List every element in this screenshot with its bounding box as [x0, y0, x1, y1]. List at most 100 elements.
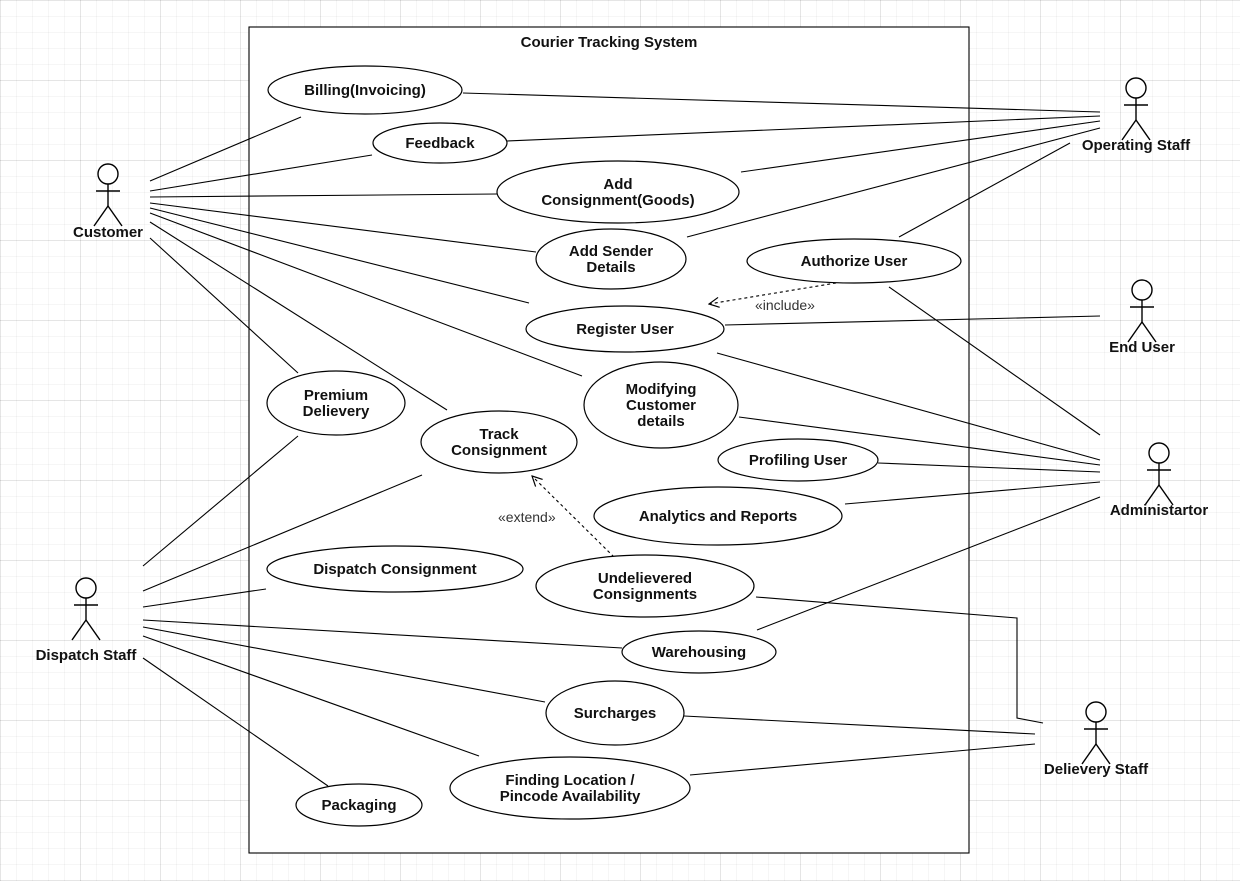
use-case-ellipse [449, 756, 691, 820]
association-line [756, 496, 1101, 631]
actor-label: Administartor [1110, 502, 1209, 519]
association-line [149, 212, 583, 377]
association-line [724, 315, 1101, 326]
association-line [898, 142, 1071, 238]
use-case-label: Authorize User [801, 253, 908, 270]
use-case-packaging[interactable]: Packaging [295, 783, 423, 827]
actor-operating-staff[interactable]: Operating Staff [1082, 77, 1191, 154]
association-line [149, 193, 498, 198]
use-case-ellipse [266, 545, 524, 593]
association-line [844, 481, 1101, 505]
association-line [686, 127, 1101, 238]
use-case-ellipse [496, 160, 740, 224]
association-line [877, 462, 1101, 473]
use-case-label: Surcharges [574, 705, 657, 722]
association-line [462, 92, 1101, 113]
actor-customer[interactable]: Customer [73, 163, 143, 241]
association-line [149, 154, 373, 192]
use-case-surcharges[interactable]: Surcharges [545, 680, 685, 746]
association-line [142, 435, 299, 567]
actor-label: Operating Staff [1082, 137, 1191, 154]
actor-dispatch-staff[interactable]: Dispatch Staff [36, 577, 138, 664]
association-line [149, 237, 299, 374]
use-case-label: Profiling User [749, 452, 848, 469]
association-line [142, 657, 329, 787]
use-case-label: Warehousing [652, 644, 746, 661]
actor-label: Dispatch Staff [36, 647, 138, 664]
actor-figure-icon [1144, 442, 1174, 506]
association-line [142, 474, 423, 592]
use-case-label: Packaging [321, 797, 396, 814]
use-case-label: Finding Location /Pincode Availability [500, 772, 641, 805]
association-line [142, 619, 623, 649]
use-case-label: Feedback [405, 135, 475, 152]
actor-figure-icon [93, 163, 123, 227]
actor-label: Delievery Staff [1044, 761, 1149, 778]
actor-figure-icon [1121, 77, 1151, 141]
actor-figure-icon [1127, 279, 1157, 343]
use-case-ellipse [266, 370, 406, 436]
actor-delivery-staff[interactable]: Delievery Staff [1044, 701, 1149, 778]
include-label: «include» [755, 297, 815, 313]
use-case-ellipse [535, 554, 755, 618]
use-case-warehousing[interactable]: Warehousing [621, 630, 777, 674]
use-case-analytics-reports[interactable]: Analytics and Reports [593, 486, 843, 546]
use-case-label: Dispatch Consignment [313, 561, 476, 578]
use-case-label: Analytics and Reports [639, 508, 797, 525]
system-title: Courier Tracking System [521, 34, 698, 51]
association-line [689, 743, 1036, 776]
association-line [149, 207, 530, 304]
use-case-ellipse [295, 783, 423, 827]
extend-arrow [532, 476, 615, 558]
association-line [142, 588, 267, 608]
use-case-billing[interactable]: Billing(Invoicing) [267, 65, 463, 115]
association-line [149, 202, 537, 253]
association-line [142, 626, 546, 703]
use-case-ellipse [746, 238, 962, 284]
use-case-ellipse [717, 438, 879, 482]
use-case-authorize-user[interactable]: Authorize User [746, 238, 962, 284]
use-case-ellipse [535, 228, 687, 290]
actor-label: End User [1109, 339, 1175, 356]
actor-administrator[interactable]: Administartor [1110, 442, 1209, 519]
use-case-dispatch-consignment[interactable]: Dispatch Consignment [266, 545, 524, 593]
association-line [149, 221, 448, 411]
use-case-ellipse [372, 122, 508, 164]
association-line [683, 715, 1036, 735]
actor-end-user[interactable]: End User [1109, 279, 1175, 356]
use-case-feedback[interactable]: Feedback [372, 122, 508, 164]
association-line [716, 352, 1101, 461]
association-line [888, 286, 1101, 436]
association-line [740, 120, 1101, 173]
use-case-finding-location[interactable]: Finding Location /Pincode Availability [449, 756, 691, 820]
association-line [506, 115, 1101, 142]
extend-label: «extend» [498, 509, 556, 525]
actor-label: Customer [73, 224, 143, 241]
use-case-ellipse [525, 305, 725, 353]
use-case-label: Register User [576, 321, 674, 338]
use-case-profiling-user[interactable]: Profiling User [717, 438, 879, 482]
association-line [738, 416, 1101, 466]
use-case-ellipse [545, 680, 685, 746]
association-line [149, 116, 302, 182]
use-case-ellipse [420, 410, 578, 474]
association-line [142, 635, 480, 757]
use-case-label: Billing(Invoicing) [304, 82, 426, 99]
use-case-ellipse [267, 65, 463, 115]
use-case-register-user[interactable]: Register User [525, 305, 725, 353]
association-line [755, 596, 1044, 724]
use-case-ellipse [621, 630, 777, 674]
actor-figure-icon [1081, 701, 1111, 765]
